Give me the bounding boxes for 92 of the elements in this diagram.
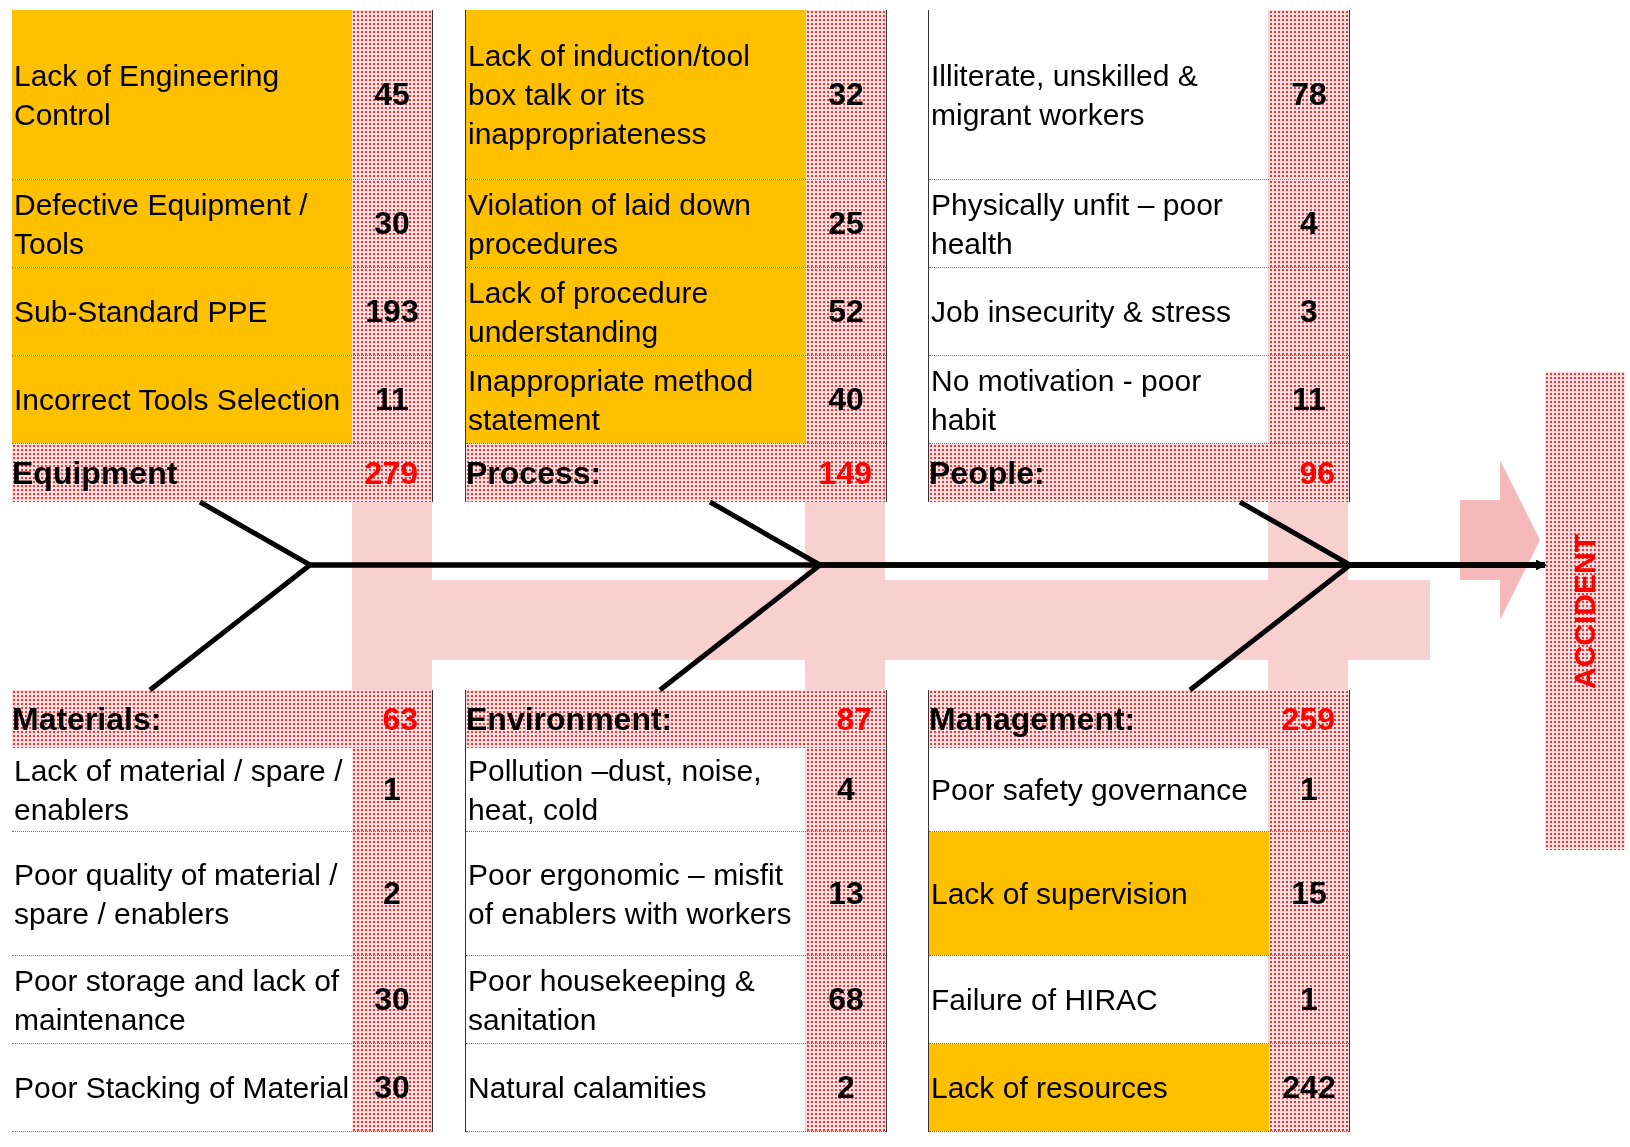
table-row xyxy=(12,10,432,180)
table-row xyxy=(466,1044,886,1132)
category-total: 259 xyxy=(1281,700,1336,738)
category-table xyxy=(12,690,433,1132)
table-row xyxy=(466,356,886,444)
cause-count: 13 xyxy=(806,832,886,955)
cause-text: Poor Stacking of Material xyxy=(13,1070,351,1106)
table-row xyxy=(466,832,886,956)
category-name: Management: xyxy=(929,700,1136,738)
cause-count: 1 xyxy=(1269,956,1349,1043)
cause-count: 52 xyxy=(806,268,886,355)
category-table xyxy=(465,10,887,502)
table-row xyxy=(929,1044,1349,1132)
table-row xyxy=(12,356,432,444)
cause-count: 193 xyxy=(352,268,432,355)
table-row xyxy=(466,748,886,832)
table-row xyxy=(12,748,432,832)
category-total: 63 xyxy=(382,700,419,738)
cause-text: Lack of resources xyxy=(929,1044,1269,1131)
cause-count: 15 xyxy=(1269,832,1349,955)
category-table xyxy=(928,10,1350,502)
table-row xyxy=(12,180,432,268)
category-name: Environment: xyxy=(466,700,673,738)
table-row xyxy=(929,10,1349,180)
table-row xyxy=(929,356,1349,444)
cause-text: Physically unfit – poor health xyxy=(930,186,1224,262)
cause-text: Incorrect Tools Selection xyxy=(12,356,352,443)
category-total: 96 xyxy=(1299,454,1336,492)
cause-count: 11 xyxy=(352,356,432,443)
table-row xyxy=(929,832,1349,956)
cause-count: 30 xyxy=(352,956,432,1043)
cause-count: 25 xyxy=(806,180,886,267)
category-name: Equipment xyxy=(12,454,178,492)
cause-count: 2 xyxy=(806,1044,886,1131)
category-name: Materials: xyxy=(12,700,162,738)
category-total: 279 xyxy=(364,454,419,492)
cause-text: Pollution –dust, noise, heat, cold xyxy=(467,752,763,828)
cause-text: Poor quality of material / spare / enablers xyxy=(13,856,339,932)
cause-count: 40 xyxy=(806,356,886,443)
cause-count: 68 xyxy=(806,956,886,1043)
category-total: 149 xyxy=(818,454,873,492)
cause-count: 78 xyxy=(1269,10,1349,179)
table-row xyxy=(929,268,1349,356)
accident-text: ACCIDENT xyxy=(1568,533,1602,689)
cause-text: Lack of material / spare / enablers xyxy=(13,752,344,828)
cause-text: Lack of induction/tool box talk or its inappropriateness xyxy=(466,10,806,179)
cause-text: Poor housekeeping & sanitation xyxy=(467,962,756,1038)
cause-text: Failure of HIRAC xyxy=(930,982,1159,1018)
cause-text: Lack of procedure understanding xyxy=(466,268,806,355)
table-row xyxy=(929,748,1349,832)
table-row xyxy=(12,956,432,1044)
cause-text: Natural calamities xyxy=(467,1070,708,1106)
cause-text: Defective Equipment / Tools xyxy=(12,180,352,267)
cause-count: 32 xyxy=(806,10,886,179)
cause-text: Illiterate, unskilled & migrant workers xyxy=(930,57,1199,133)
cause-text: Lack of supervision xyxy=(929,832,1269,955)
cause-count: 3 xyxy=(1269,268,1349,355)
cause-count: 1 xyxy=(352,748,432,831)
table-row xyxy=(12,1044,432,1132)
category-name: Process: xyxy=(466,454,602,492)
category-table xyxy=(12,10,433,502)
table-row xyxy=(466,180,886,268)
table-row xyxy=(12,832,432,956)
cause-count: 1 xyxy=(1269,748,1349,831)
cause-count: 4 xyxy=(806,748,886,831)
cause-text: Violation of laid down procedures xyxy=(466,180,806,267)
category-name: People: xyxy=(929,454,1045,492)
cause-text: No motivation - poor habit xyxy=(930,362,1203,438)
table-row xyxy=(929,180,1349,268)
cause-text: Inappropriate method statement xyxy=(466,356,806,443)
cause-count: 4 xyxy=(1269,180,1349,267)
cause-count: 2 xyxy=(352,832,432,955)
cause-count: 11 xyxy=(1269,356,1349,443)
cause-text: Sub-Standard PPE xyxy=(12,268,352,355)
accident-box xyxy=(1545,372,1625,850)
cause-text: Lack of Engineering Control xyxy=(12,10,352,179)
category-table xyxy=(928,690,1350,1132)
cause-count: 242 xyxy=(1269,1044,1349,1131)
table-row xyxy=(12,268,432,356)
table-row xyxy=(466,956,886,1044)
cause-count: 45 xyxy=(352,10,432,179)
table-row xyxy=(466,10,886,180)
cause-text: Poor safety governance xyxy=(930,772,1249,808)
cause-text: Poor ergonomic – misfit of enablers with workers xyxy=(467,856,793,932)
category-table xyxy=(465,690,887,1132)
cause-count: 30 xyxy=(352,180,432,267)
cause-count: 30 xyxy=(352,1044,432,1131)
table-row xyxy=(466,268,886,356)
category-total: 87 xyxy=(836,700,873,738)
cause-text: Poor storage and lack of maintenance xyxy=(13,962,341,1038)
cause-text: Job insecurity & stress xyxy=(930,294,1233,330)
table-row xyxy=(929,956,1349,1044)
